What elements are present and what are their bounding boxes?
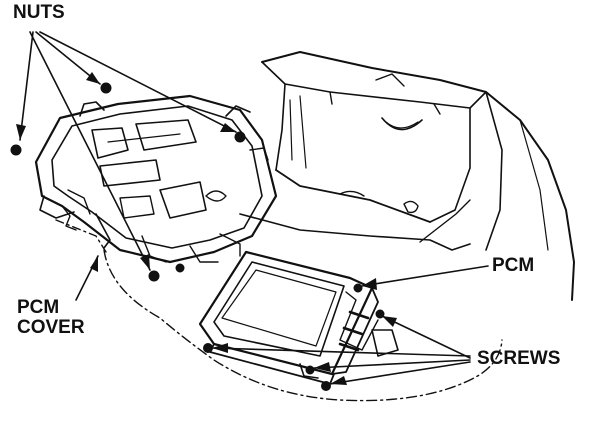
arrow-heads xyxy=(16,72,397,385)
pcm-cover-edge xyxy=(55,219,107,253)
pcm-module xyxy=(198,250,399,385)
screws xyxy=(203,283,385,391)
nuts-label: NUTS xyxy=(13,2,65,23)
nut xyxy=(10,144,22,156)
screw xyxy=(203,343,213,353)
pcm-cover-label: PCM COVER xyxy=(17,298,85,338)
screw xyxy=(305,365,315,375)
pcm-cover-label-line1: PCM xyxy=(17,297,60,318)
pcm-label: PCM xyxy=(492,255,535,276)
screws-label: SCREWS xyxy=(477,348,561,369)
nut xyxy=(175,263,185,273)
nuts xyxy=(10,82,246,282)
screw xyxy=(321,381,331,391)
leader-lines xyxy=(19,31,489,385)
screw xyxy=(353,283,363,293)
nut xyxy=(100,82,112,94)
nut xyxy=(234,131,246,143)
kick-panel xyxy=(239,51,575,301)
pcm-cover-label-line2: COVER xyxy=(17,317,85,338)
mounting-bracket xyxy=(34,94,278,264)
screw xyxy=(375,309,385,319)
nut xyxy=(148,270,160,282)
pcm-cover-outline xyxy=(103,249,503,402)
